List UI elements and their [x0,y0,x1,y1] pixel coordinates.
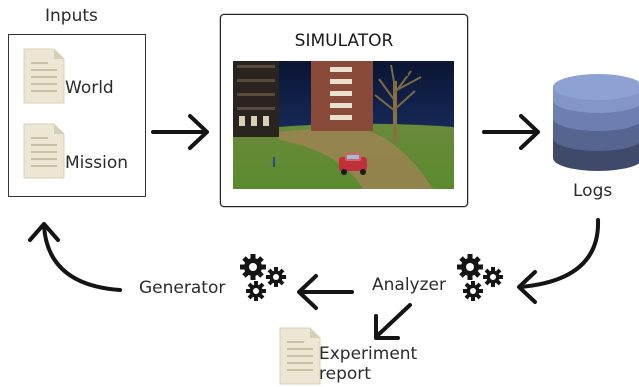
logs-label: Logs [573,181,613,201]
arrow-analyzer-to-report [374,303,412,340]
report-document-icon [279,327,321,385]
mission-document-icon [23,123,65,179]
analyzer-gears-icon [457,254,503,301]
arrow-inputs-to-simulator [151,114,209,150]
generator-gears-icon [240,254,286,301]
arrow-generator-to-inputs [28,222,122,292]
car-icon [339,153,367,175]
world-document-icon [23,48,65,104]
simulator-scene [233,61,454,189]
mission-label: Mission [65,153,129,173]
inputs-title: Inputs [45,6,98,26]
database-icon [553,74,639,171]
inputs-documents [23,48,65,179]
generator-label: Generator [139,278,226,298]
world-label: World [65,78,114,98]
inputs-box: World Mission [8,34,146,197]
analyzer-label: Analyzer [372,275,446,295]
report-label-line1: Experiment [319,344,418,364]
arrow-logs-to-analyzer [517,218,601,304]
arrow-simulator-to-logs [482,114,540,150]
report-label-line2: report [319,364,371,384]
simulator-title: SIMULATOR [294,31,394,51]
simulator-box: SIMULATOR [220,14,468,207]
arrow-analyzer-to-generator [297,274,354,310]
